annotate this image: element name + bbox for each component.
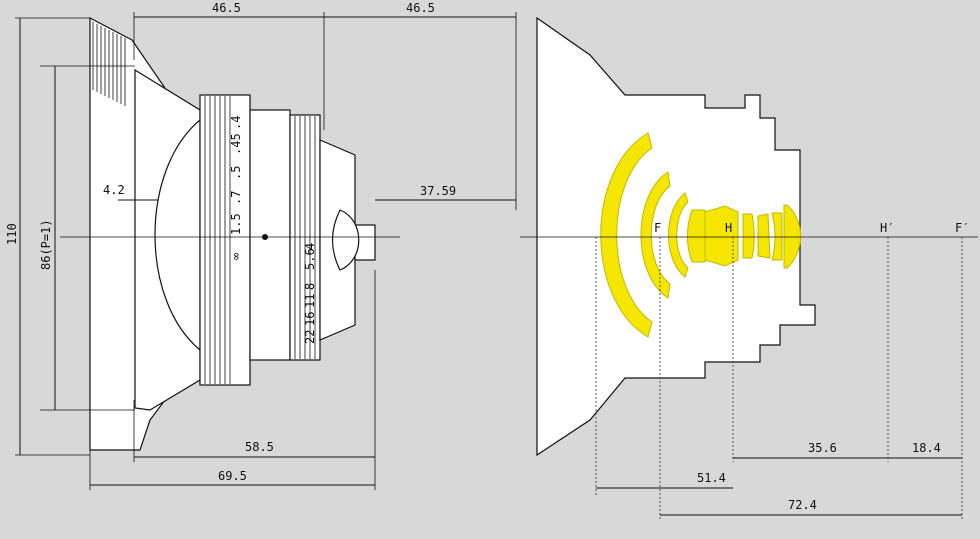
aperture-mark: 11 xyxy=(303,294,317,308)
dim-top-right: 46.5 xyxy=(406,1,435,15)
dim-51-4: 51.4 xyxy=(697,471,726,485)
aperture-ring-knurl xyxy=(294,116,316,359)
lens-side-view: .4 .45 .5 .7 1.5 ∞ 4 5.6 8 11 16 22 xyxy=(89,17,376,451)
label-F-prime: F′ xyxy=(955,221,969,235)
label-F: F xyxy=(654,221,661,235)
dim-height-inner: 86(P=1) xyxy=(39,219,53,270)
lens-element-7 xyxy=(757,213,771,259)
lens-element-9 xyxy=(783,204,801,269)
aperture-mark: 16 xyxy=(303,312,317,326)
lens-element-6 xyxy=(742,213,755,259)
label-H-prime: H′ xyxy=(880,221,894,235)
dim-flange: 4.2 xyxy=(103,183,125,197)
dim-35-6: 35.6 xyxy=(808,441,837,455)
aperture-mark: 22 xyxy=(303,330,317,344)
dim-58-5: 58.5 xyxy=(245,440,274,454)
aperture-mark: 8 xyxy=(303,283,317,290)
dim-back-focus: 37.59 xyxy=(420,184,456,198)
dim-18-4: 18.4 xyxy=(912,441,941,455)
lens-element-8 xyxy=(771,212,783,261)
mount-blade xyxy=(331,209,360,271)
lens-cross-section xyxy=(536,16,816,457)
distance-mark: .7 xyxy=(229,191,243,205)
right-dimensions: 35.6 18.4 51.4 72.4 xyxy=(595,237,963,520)
focus-ring-knurl xyxy=(204,96,231,384)
scale-barrel xyxy=(249,109,291,361)
distance-scale: .4 .45 .5 .7 1.5 ∞ xyxy=(229,116,243,260)
dim-69-5: 69.5 xyxy=(218,469,247,483)
left-dimensions: 46.5 46.5 37.59 4.2 110 86(P=1) 58.5 69.… xyxy=(5,1,517,490)
dim-height-total: 110 xyxy=(5,223,19,245)
lens-element-5 xyxy=(704,205,739,267)
aperture-scale: 4 5.6 8 11 16 22 xyxy=(303,243,317,344)
lens-element-1 xyxy=(600,132,653,338)
front-glass xyxy=(154,118,201,352)
dim-top-left: 46.5 xyxy=(212,1,241,15)
distance-mark: ∞ xyxy=(229,253,243,260)
lens-element-4 xyxy=(687,209,706,263)
distance-mark: .45 xyxy=(229,133,243,155)
lens-element-2 xyxy=(640,171,671,299)
distance-mark: .4 xyxy=(229,116,243,130)
hood-ribs xyxy=(92,22,126,106)
label-H: H xyxy=(725,221,732,235)
distance-mark: .5 xyxy=(229,166,243,180)
lens-element-3 xyxy=(668,192,689,278)
aperture-mark: 4 xyxy=(303,243,317,250)
distance-mark: 1.5 xyxy=(229,213,243,235)
dim-72-4: 72.4 xyxy=(788,498,817,512)
aperture-mark: 5.6 xyxy=(303,248,317,270)
